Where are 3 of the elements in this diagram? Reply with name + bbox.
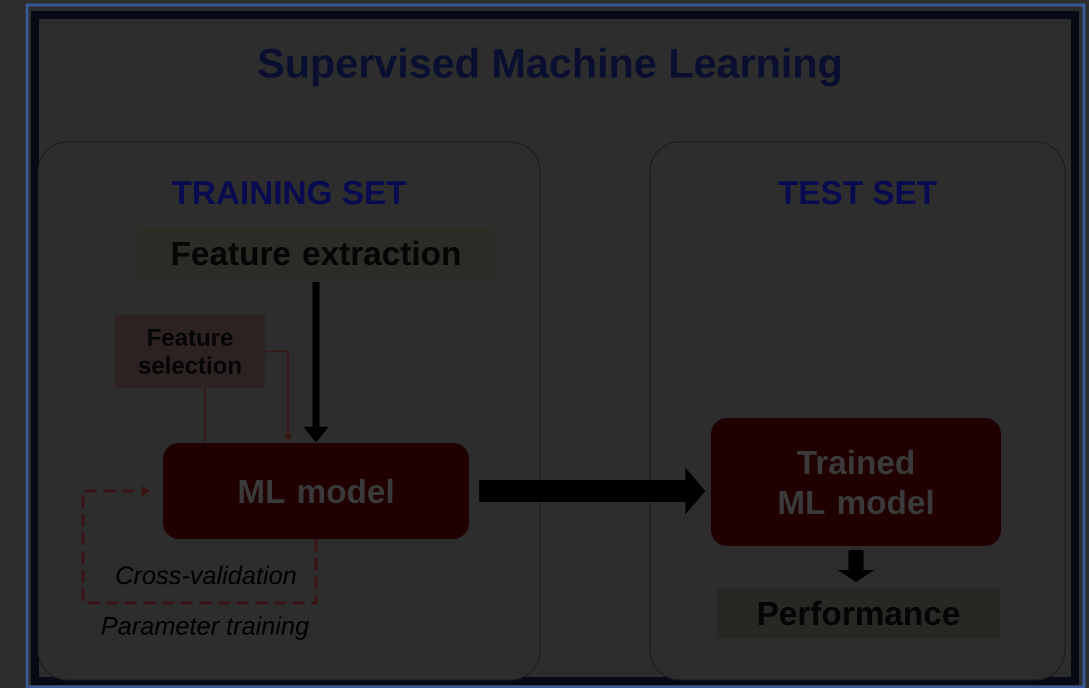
process-box: ML model [163,443,469,539]
process-box: Trained ML model [711,418,1001,546]
arrow [81,486,318,605]
